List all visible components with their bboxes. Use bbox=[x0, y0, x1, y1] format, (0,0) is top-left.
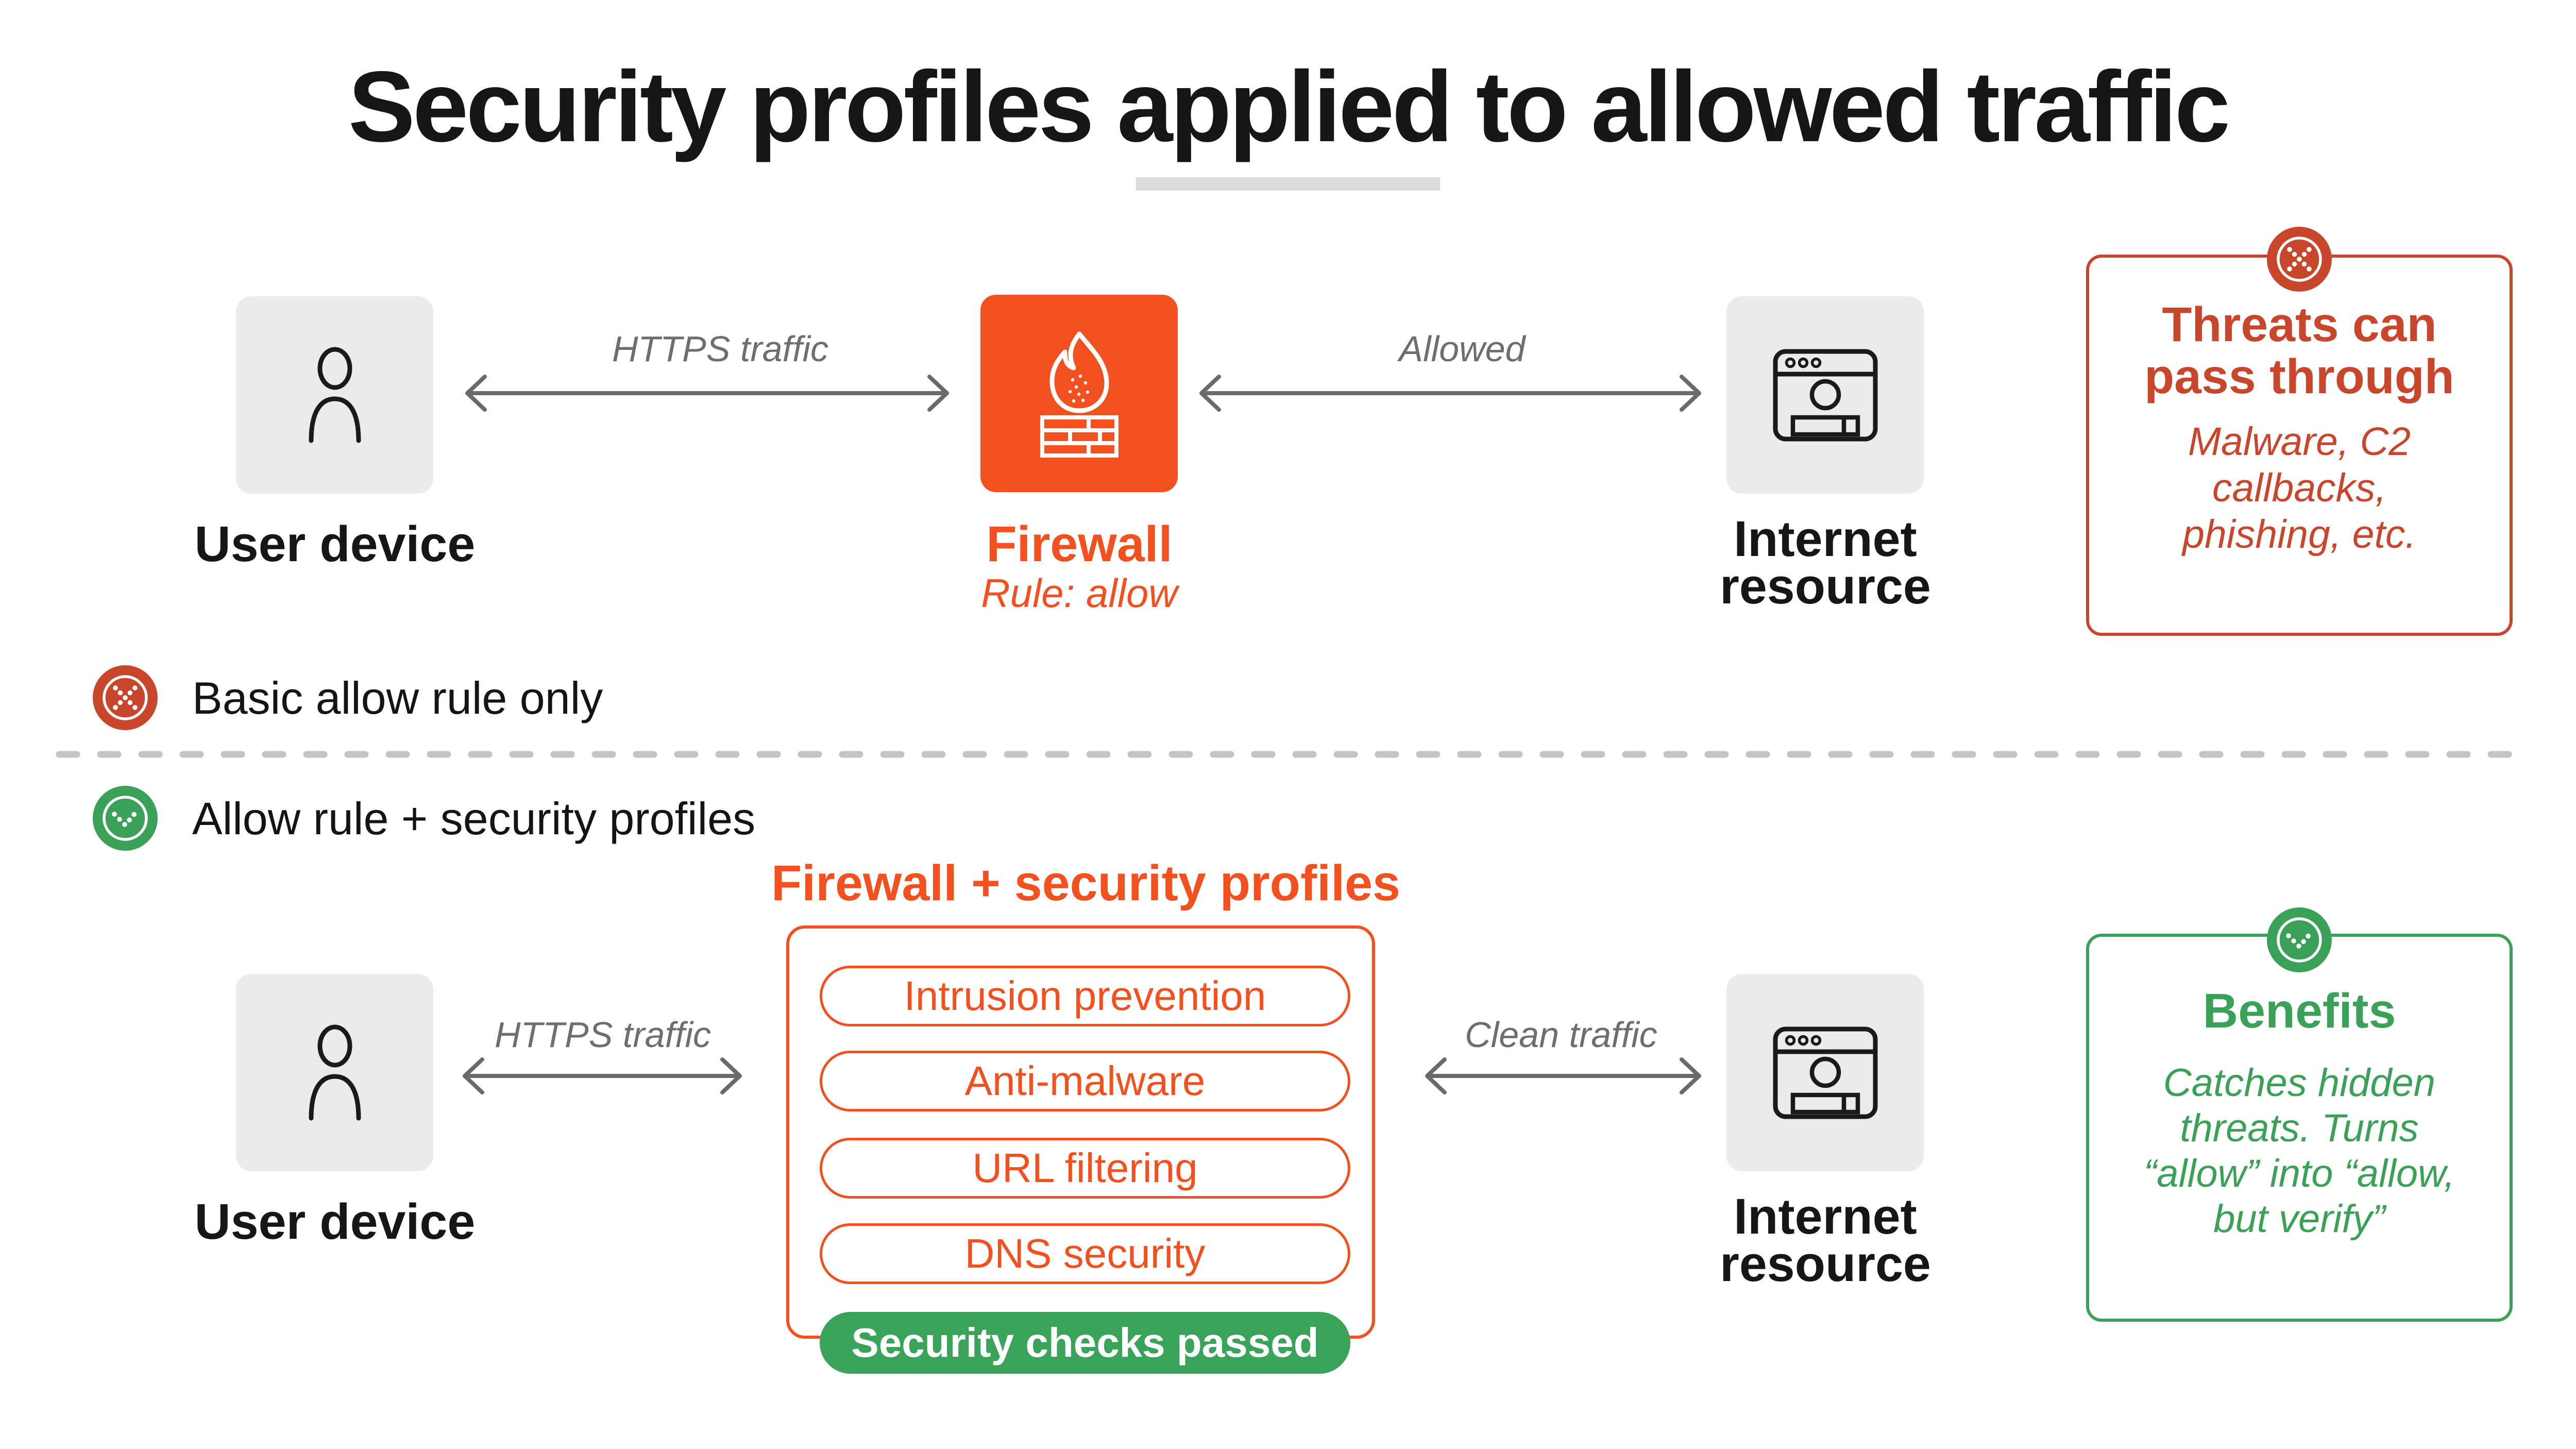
threats-card-body: Malware, C2 callbacks, phishing, etc. bbox=[2089, 418, 2510, 558]
profile-pill-anti-malware: Anti-malware bbox=[820, 1051, 1350, 1111]
benefits-body-line: “allow” into “allow, bbox=[2144, 1152, 2455, 1195]
browser-icon bbox=[1773, 1026, 1877, 1119]
user-device-label-top: User device bbox=[194, 516, 476, 572]
profile-pill-label: Anti-malware bbox=[964, 1058, 1206, 1104]
blocked-cross-badge-icon bbox=[2267, 227, 2332, 292]
person-icon bbox=[309, 1024, 361, 1120]
internet-label-line: Internet bbox=[1734, 511, 1917, 567]
security-checks-passed-pill: Security checks passed bbox=[820, 1312, 1350, 1374]
blocked-cross-badge-icon bbox=[93, 665, 158, 730]
threats-card-title: Threats can pass through bbox=[2089, 299, 2510, 403]
benefits-card: Benefits Catches hidden threats. Turns “… bbox=[2086, 907, 2513, 1322]
threats-card: Threats can pass through Malware, C2 cal… bbox=[2086, 227, 2513, 636]
check-badge-icon bbox=[93, 786, 158, 851]
https-traffic-label-bottom: HTTPS traffic bbox=[494, 1015, 711, 1055]
benefits-body-line: threats. Turns bbox=[2180, 1106, 2419, 1150]
clean-traffic-label: Clean traffic bbox=[1465, 1015, 1657, 1055]
allowed-arrow bbox=[1199, 375, 1701, 412]
firewall-flame-icon bbox=[1040, 331, 1118, 458]
legend-security-profiles-label: Allow rule + security profiles bbox=[192, 793, 756, 844]
section-divider bbox=[56, 751, 2520, 758]
benefits-body-line: Catches hidden bbox=[2163, 1061, 2436, 1105]
threats-body-line: phishing, etc. bbox=[2182, 512, 2416, 557]
internet-resource-label-bottom: Internet resource bbox=[1671, 1188, 1980, 1292]
internet-label-line: resource bbox=[1720, 1236, 1931, 1292]
clean-traffic-arrow bbox=[1425, 1057, 1701, 1094]
check-badge-icon bbox=[2267, 907, 2332, 972]
benefits-card-body: Catches hidden threats. Turns “allow” in… bbox=[2089, 1060, 2510, 1242]
profile-pill-label: Intrusion prevention bbox=[904, 973, 1266, 1019]
user-device-box-bottom bbox=[236, 974, 433, 1171]
benefits-card-title: Benefits bbox=[2202, 984, 2396, 1038]
security-checks-passed-label: Security checks passed bbox=[851, 1320, 1319, 1366]
user-device-box-top bbox=[236, 296, 433, 494]
allowed-label: Allowed bbox=[1399, 329, 1526, 369]
https-traffic-label-top: HTTPS traffic bbox=[612, 329, 829, 369]
https-traffic-arrow-top bbox=[465, 375, 949, 412]
https-traffic-arrow-bottom bbox=[463, 1057, 742, 1094]
title-underline bbox=[1136, 177, 1440, 191]
legend-basic-rule-label: Basic allow rule only bbox=[192, 672, 603, 723]
firewall-rule-label: Rule: allow bbox=[981, 570, 1178, 616]
internet-label-line: Internet bbox=[1734, 1188, 1917, 1244]
firewall-label: Firewall bbox=[986, 516, 1173, 572]
internet-resource-label-top: Internet resource bbox=[1671, 511, 1980, 614]
threats-title-line: Threats can bbox=[2162, 297, 2437, 352]
internet-resource-box-top bbox=[1726, 296, 1924, 494]
profile-pill-label: DNS security bbox=[964, 1231, 1206, 1276]
profile-pill-url-filtering: URL filtering bbox=[820, 1138, 1350, 1199]
browser-icon bbox=[1773, 349, 1877, 441]
threats-body-line: callbacks, bbox=[2212, 466, 2387, 510]
internet-resource-box-bottom bbox=[1726, 974, 1924, 1171]
person-icon bbox=[309, 347, 361, 443]
benefits-body-line: but verify” bbox=[2213, 1197, 2385, 1241]
profile-pill-label: URL filtering bbox=[972, 1145, 1198, 1191]
threats-body-line: Malware, C2 bbox=[2188, 419, 2411, 464]
user-device-label-bottom: User device bbox=[194, 1193, 476, 1250]
internet-label-line: resource bbox=[1720, 558, 1931, 614]
threats-title-line: pass through bbox=[2144, 349, 2454, 404]
profile-pill-dns-security: DNS security bbox=[820, 1223, 1350, 1284]
firewall-profiles-heading: Firewall + security profiles bbox=[771, 855, 1401, 911]
page-title: Security profiles applied to allowed tra… bbox=[348, 50, 2230, 163]
firewall-box bbox=[980, 295, 1178, 492]
profile-pill-intrusion-prevention: Intrusion prevention bbox=[820, 966, 1350, 1026]
